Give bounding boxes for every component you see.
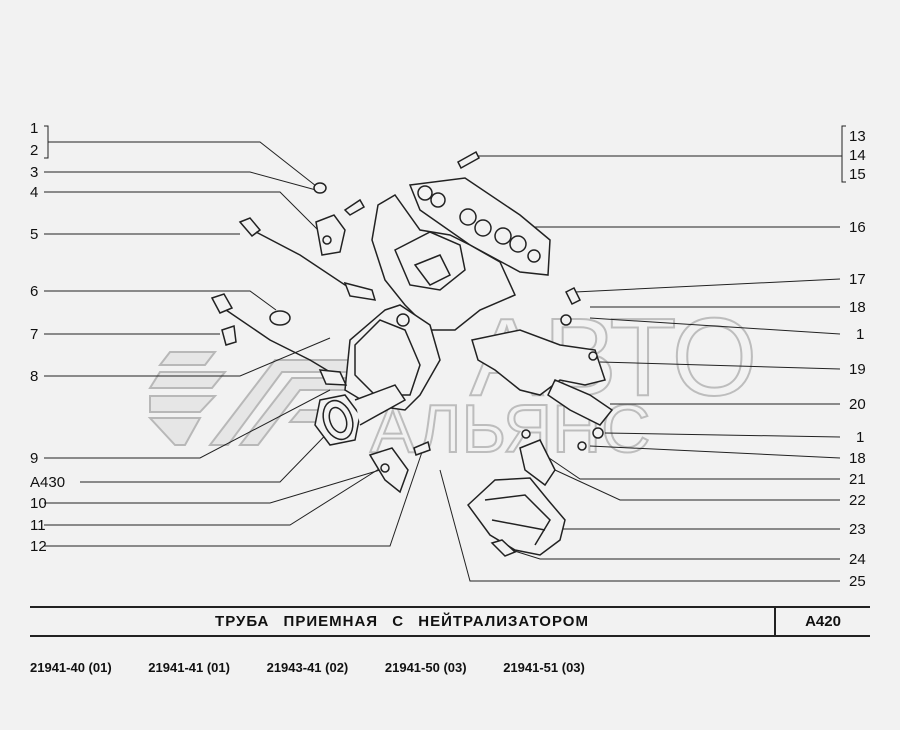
exhaust-assembly-diagram: АВТО АЛЬЯНС [44, 125, 846, 582]
callout-11: 11 [30, 517, 46, 534]
parts [210, 150, 614, 557]
oxygen-sensor-lower [210, 293, 234, 314]
callout-2: 2 [30, 142, 39, 159]
seal-ring [269, 310, 291, 326]
callout-1-right: 1 [856, 326, 865, 343]
model-code: 21941-51 (03) [503, 660, 585, 675]
title-bar: ТРУБА ПРИЕМНАЯ С НЕЙТРАЛИЗАТОРОМ А420 [30, 606, 870, 637]
assembly-code: А420 [805, 613, 841, 630]
title-divider [774, 608, 776, 635]
callout-24: 24 [849, 551, 866, 568]
bracket [315, 214, 346, 256]
model-code: 21943-41 (02) [266, 660, 349, 675]
callout-1-right-lower: 1 [856, 429, 865, 446]
callout-16: 16 [849, 219, 866, 236]
assembly-title: ТРУБА ПРИЕМНАЯ С НЕЙТРАЛИЗАТОРОМ [215, 613, 589, 630]
callout-20: 20 [849, 396, 866, 413]
model-code: 21941-40 (01) [30, 660, 112, 675]
callout-5: 5 [30, 226, 39, 243]
nut [313, 182, 327, 194]
callout-19: 19 [849, 361, 866, 378]
stud [457, 150, 480, 170]
callout-21: 21 [849, 471, 866, 488]
bolt [490, 539, 517, 557]
heat-shield-upper [471, 329, 606, 396]
callout-22: 22 [849, 492, 866, 509]
callout-15: 15 [849, 166, 866, 183]
heat-shield-lower [466, 477, 566, 556]
callout-23: 23 [849, 521, 866, 538]
callout-10: 10 [30, 495, 47, 512]
callout-14: 14 [849, 147, 866, 164]
lower-bracket [519, 439, 556, 487]
callout-13: 13 [849, 128, 866, 145]
callout-17: 17 [849, 271, 866, 288]
callout-12: 12 [30, 538, 47, 555]
callout-18: 18 [849, 299, 866, 316]
model-code: 21941-41 (01) [148, 660, 230, 675]
callout-25: 25 [849, 573, 866, 590]
callout-3: 3 [30, 164, 39, 181]
clip [221, 324, 237, 346]
callout-8: 8 [30, 368, 39, 385]
callout-4: 4 [30, 184, 39, 201]
oxygen-sensor-upper [238, 217, 262, 238]
leader-lines [44, 125, 846, 582]
support-bracket [547, 379, 614, 426]
callout-a430: А430 [30, 474, 66, 491]
callout-6: 6 [30, 283, 39, 300]
model-list: 21941-40 (01) 21941-41 (01) 21943-41 (02… [30, 660, 618, 675]
callout-9: 9 [30, 450, 39, 467]
callout-18-lower: 18 [849, 450, 866, 467]
model-code: 21941-50 (03) [384, 660, 467, 675]
callout-1: 1 [30, 120, 39, 137]
callout-7: 7 [30, 326, 39, 343]
